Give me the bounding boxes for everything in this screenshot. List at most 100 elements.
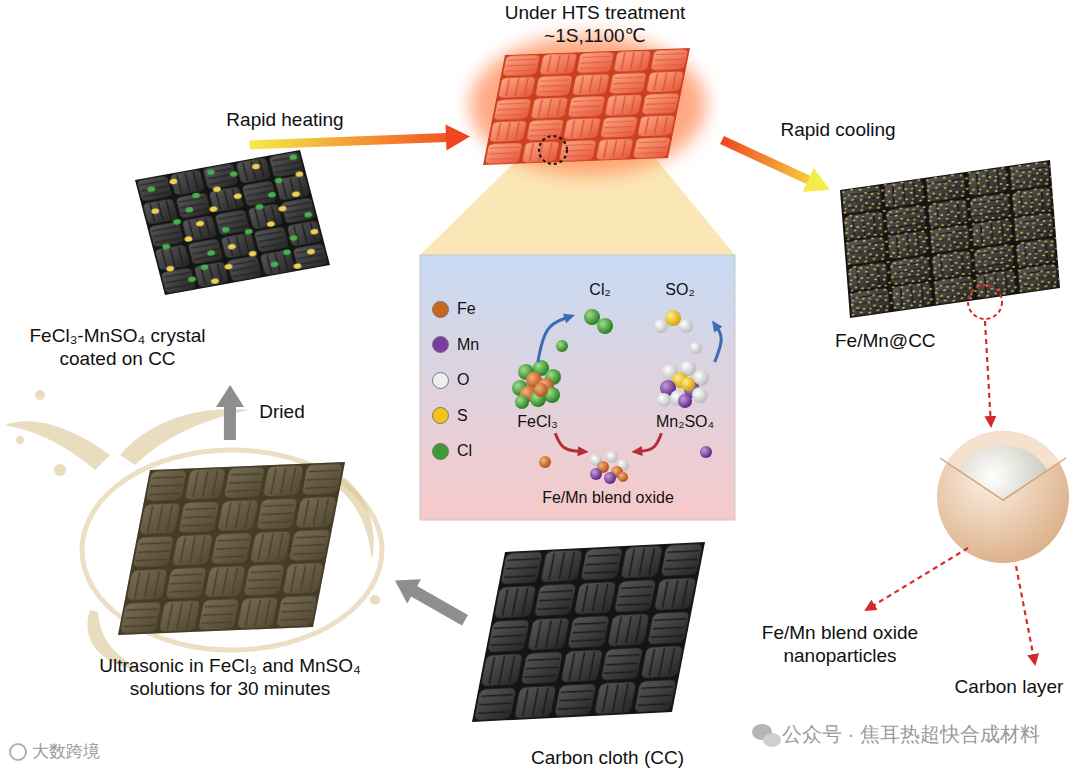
hot-cloth — [470, 35, 706, 175]
hot-cloth-part — [483, 48, 690, 165]
legend-item: Cl — [432, 440, 472, 462]
fe-mn-cloth-part — [840, 160, 1060, 318]
solution-splash-part — [16, 436, 24, 444]
solution-splash-part — [35, 390, 45, 400]
crystal-coated-cloth-part — [135, 150, 330, 295]
node-label: FeCl₃-MnSO₄ crystal coated on CC — [5, 325, 230, 371]
node-label: Mn₂SO₄ — [645, 412, 725, 431]
solution-splash-part — [54, 464, 66, 476]
stage-node: Ultrasonic in FeCl₃ and MnSO₄ solutions … — [60, 440, 395, 705]
fe-mn-cloth-part — [985, 321, 991, 426]
connector-line — [639, 433, 661, 451]
atom-clusters-part — [606, 451, 618, 463]
legend-label: Cl — [457, 442, 472, 460]
nanoparticle-sphere-part — [951, 445, 1055, 549]
legend-label: Mn — [457, 336, 479, 354]
node-label: Fe/Mn@CC — [835, 330, 955, 353]
process-arrow — [722, 140, 830, 192]
zoom-inset-part — [420, 255, 735, 520]
stage-node: FeCl₃ — [505, 362, 572, 433]
arrow-label: Dried — [259, 401, 304, 424]
stage-node: Mn₂SO₄ — [645, 362, 727, 433]
atom-clusters-part — [681, 377, 695, 391]
stage-node: FeCl₃-MnSO₄ crystal coated on CC — [5, 145, 340, 385]
solution-splash-part — [370, 595, 380, 605]
stage-node: Cl₂ — [575, 280, 627, 334]
atom-clusters — [512, 309, 712, 484]
solution-splash-part — [5, 421, 110, 470]
fe-mn-cloth — [840, 160, 1060, 426]
atom-clusters-part — [665, 310, 681, 326]
process-arrow — [395, 579, 465, 620]
arrow-head — [395, 579, 421, 603]
atom-clusters-part — [590, 468, 602, 480]
process-arrow — [538, 314, 575, 362]
connector-line — [408, 588, 465, 620]
arrow-head — [446, 124, 470, 150]
hot-cloth-part — [539, 136, 567, 164]
carbon-cloth — [472, 542, 705, 722]
atom-clusters-part — [534, 383, 548, 397]
carbon-cloth-part — [472, 542, 705, 722]
process-arrow — [631, 433, 661, 456]
atom-clusters-part — [515, 395, 529, 409]
arrow-head — [631, 446, 642, 456]
crystal-coated-cloth — [135, 150, 330, 295]
arrow-head — [712, 321, 722, 333]
hot-cloth-part — [470, 35, 706, 175]
zoom-inset — [420, 158, 735, 520]
stage-node: Under HTS treatment~1S,1100℃ — [470, 0, 722, 175]
atom-swatch — [432, 301, 449, 318]
node-label: Fe/Mn blend oxide — [528, 488, 688, 507]
watermark-icon-part — [10, 744, 26, 760]
atom-swatch — [432, 443, 449, 460]
part-label: Fe/Mn blend oxide nanoparticles — [735, 622, 945, 668]
node-label: FeCl₃ — [505, 412, 570, 431]
fe-mn-cloth-part — [840, 160, 1060, 318]
legend-item: Mn — [432, 334, 479, 356]
watermark: 公众号 · 焦耳热超快合成材料 — [782, 722, 1072, 746]
node-label: Cl₂ — [575, 280, 625, 299]
nanoparticle-sphere-part — [940, 458, 1066, 500]
atom-swatch — [432, 372, 449, 389]
connector-line — [555, 433, 581, 451]
connector-line — [722, 140, 815, 183]
hot-cloth-part — [483, 48, 690, 165]
atom-clusters-part — [618, 472, 628, 482]
fe-mn-cloth-part — [840, 160, 1060, 318]
nanoparticle-sphere-part — [866, 548, 968, 610]
nanoparticle-sphere-part — [937, 431, 1069, 563]
atom-clusters-part — [539, 456, 551, 468]
arrow-label: Rapid heating — [226, 109, 343, 132]
soaked-cloth-part — [118, 462, 345, 635]
node-label: Ultrasonic in FeCl₃ and MnSO₄ solutions … — [70, 655, 390, 701]
process-arrow — [712, 321, 722, 363]
carbon-cloth-part — [472, 542, 705, 722]
soaked-cloth-part — [118, 462, 345, 635]
stage-node: Fe/Mn blend oxide — [528, 452, 690, 512]
atom-clusters-part — [556, 340, 568, 352]
atom-clusters-part — [692, 387, 708, 403]
atom-swatch — [432, 336, 449, 353]
fe-mn-cloth-part — [968, 285, 1002, 319]
watermark-icon-part — [763, 733, 781, 747]
process-arrow — [555, 433, 589, 456]
legend-label: Fe — [457, 300, 476, 318]
arrow-head — [803, 168, 830, 192]
atom-clusters-part — [679, 319, 693, 333]
legend-item: O — [432, 369, 469, 391]
arrow-head — [577, 446, 588, 456]
atom-clusters-part — [604, 472, 616, 484]
connector-line — [538, 318, 568, 362]
solution-splash-part — [82, 450, 382, 650]
legend-label: S — [457, 407, 468, 425]
stage-node: Fe/Mn@CC — [830, 160, 1075, 360]
atom-clusters-part — [678, 394, 692, 408]
atom-clusters-part — [700, 446, 712, 458]
soaked-cloth — [118, 462, 345, 635]
stage-node: Carbon cloth (CC) — [465, 535, 715, 772]
arrow-label: Rapid cooling — [780, 119, 895, 142]
crystal-coated-cloth-part — [135, 150, 330, 295]
